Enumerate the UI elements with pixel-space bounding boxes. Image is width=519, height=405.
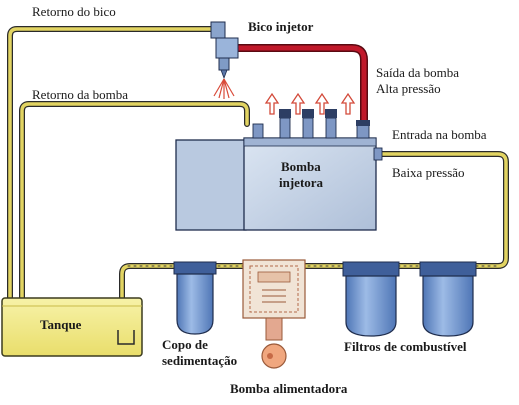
label-entrada-na-bomba: Entrada na bomba bbox=[392, 127, 487, 142]
label-retorno-do-bico: Retorno do bico bbox=[32, 4, 116, 19]
label-copo-de: Copo de bbox=[162, 337, 208, 352]
fuel-filters bbox=[342, 261, 477, 337]
high-pressure-line bbox=[228, 44, 368, 130]
fuel-tank bbox=[1, 297, 143, 357]
label-tanque: Tanque bbox=[40, 317, 82, 332]
arrow-up-icon bbox=[264, 92, 280, 115]
label-bomba-alimentadora: Bomba alimentadora bbox=[230, 381, 348, 396]
high-pressure-arrows bbox=[264, 92, 356, 115]
label-baixa-pressao: Baixa pressão bbox=[392, 165, 465, 180]
feed-pump bbox=[242, 259, 306, 369]
injection-pump bbox=[175, 109, 383, 231]
arrow-up-icon bbox=[340, 92, 356, 115]
arrow-up-icon bbox=[290, 92, 306, 115]
label-bomba: Bomba bbox=[281, 159, 321, 174]
label-alta-pressao: Alta pressão bbox=[376, 81, 441, 96]
label-bico-injetor: Bico injetor bbox=[248, 19, 314, 34]
injector-nozzle bbox=[210, 21, 239, 99]
low-pressure-lines bbox=[7, 26, 509, 331]
label-retorno-da-bomba: Retorno da bomba bbox=[32, 87, 129, 102]
label-saida-da-bomba: Saída da bomba bbox=[376, 65, 460, 80]
label-filtros-de-combustivel: Filtros de combustível bbox=[344, 339, 467, 354]
label-sedimentacao: sedimentação bbox=[162, 353, 238, 368]
fuel-spray-icon bbox=[213, 78, 235, 99]
arrow-up-icon bbox=[314, 92, 330, 115]
sedimentation-cup bbox=[173, 261, 217, 335]
label-injetora: injetora bbox=[279, 175, 324, 190]
